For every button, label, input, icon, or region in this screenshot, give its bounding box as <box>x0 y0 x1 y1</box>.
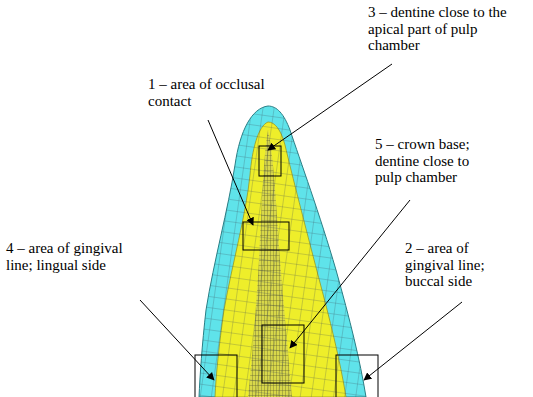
region-box <box>336 355 378 397</box>
region-box <box>262 325 304 383</box>
leader-arrow <box>208 120 253 225</box>
callout-label: 5 – crown base; dentine close to pulp ch… <box>375 136 487 186</box>
fe-mesh <box>190 100 380 397</box>
callout-label: 3 – dentine close to the apical part of … <box>368 4 520 54</box>
leader-lines <box>140 64 462 380</box>
region-box <box>259 146 281 176</box>
region-box <box>195 355 237 397</box>
region-box <box>243 222 289 250</box>
leader-arrow <box>268 64 392 150</box>
leader-arrow <box>364 302 462 380</box>
leader-arrow <box>290 200 410 348</box>
region-boxes <box>195 146 378 397</box>
callout-label: 1 – area of occlusal contact <box>148 76 283 109</box>
callout-label: 2 – area of gingival line; buccal side <box>405 240 501 290</box>
tooth <box>190 100 380 397</box>
leader-arrow <box>140 300 214 380</box>
callout-label: 4 – area of gingival line; lingual side <box>6 240 141 273</box>
